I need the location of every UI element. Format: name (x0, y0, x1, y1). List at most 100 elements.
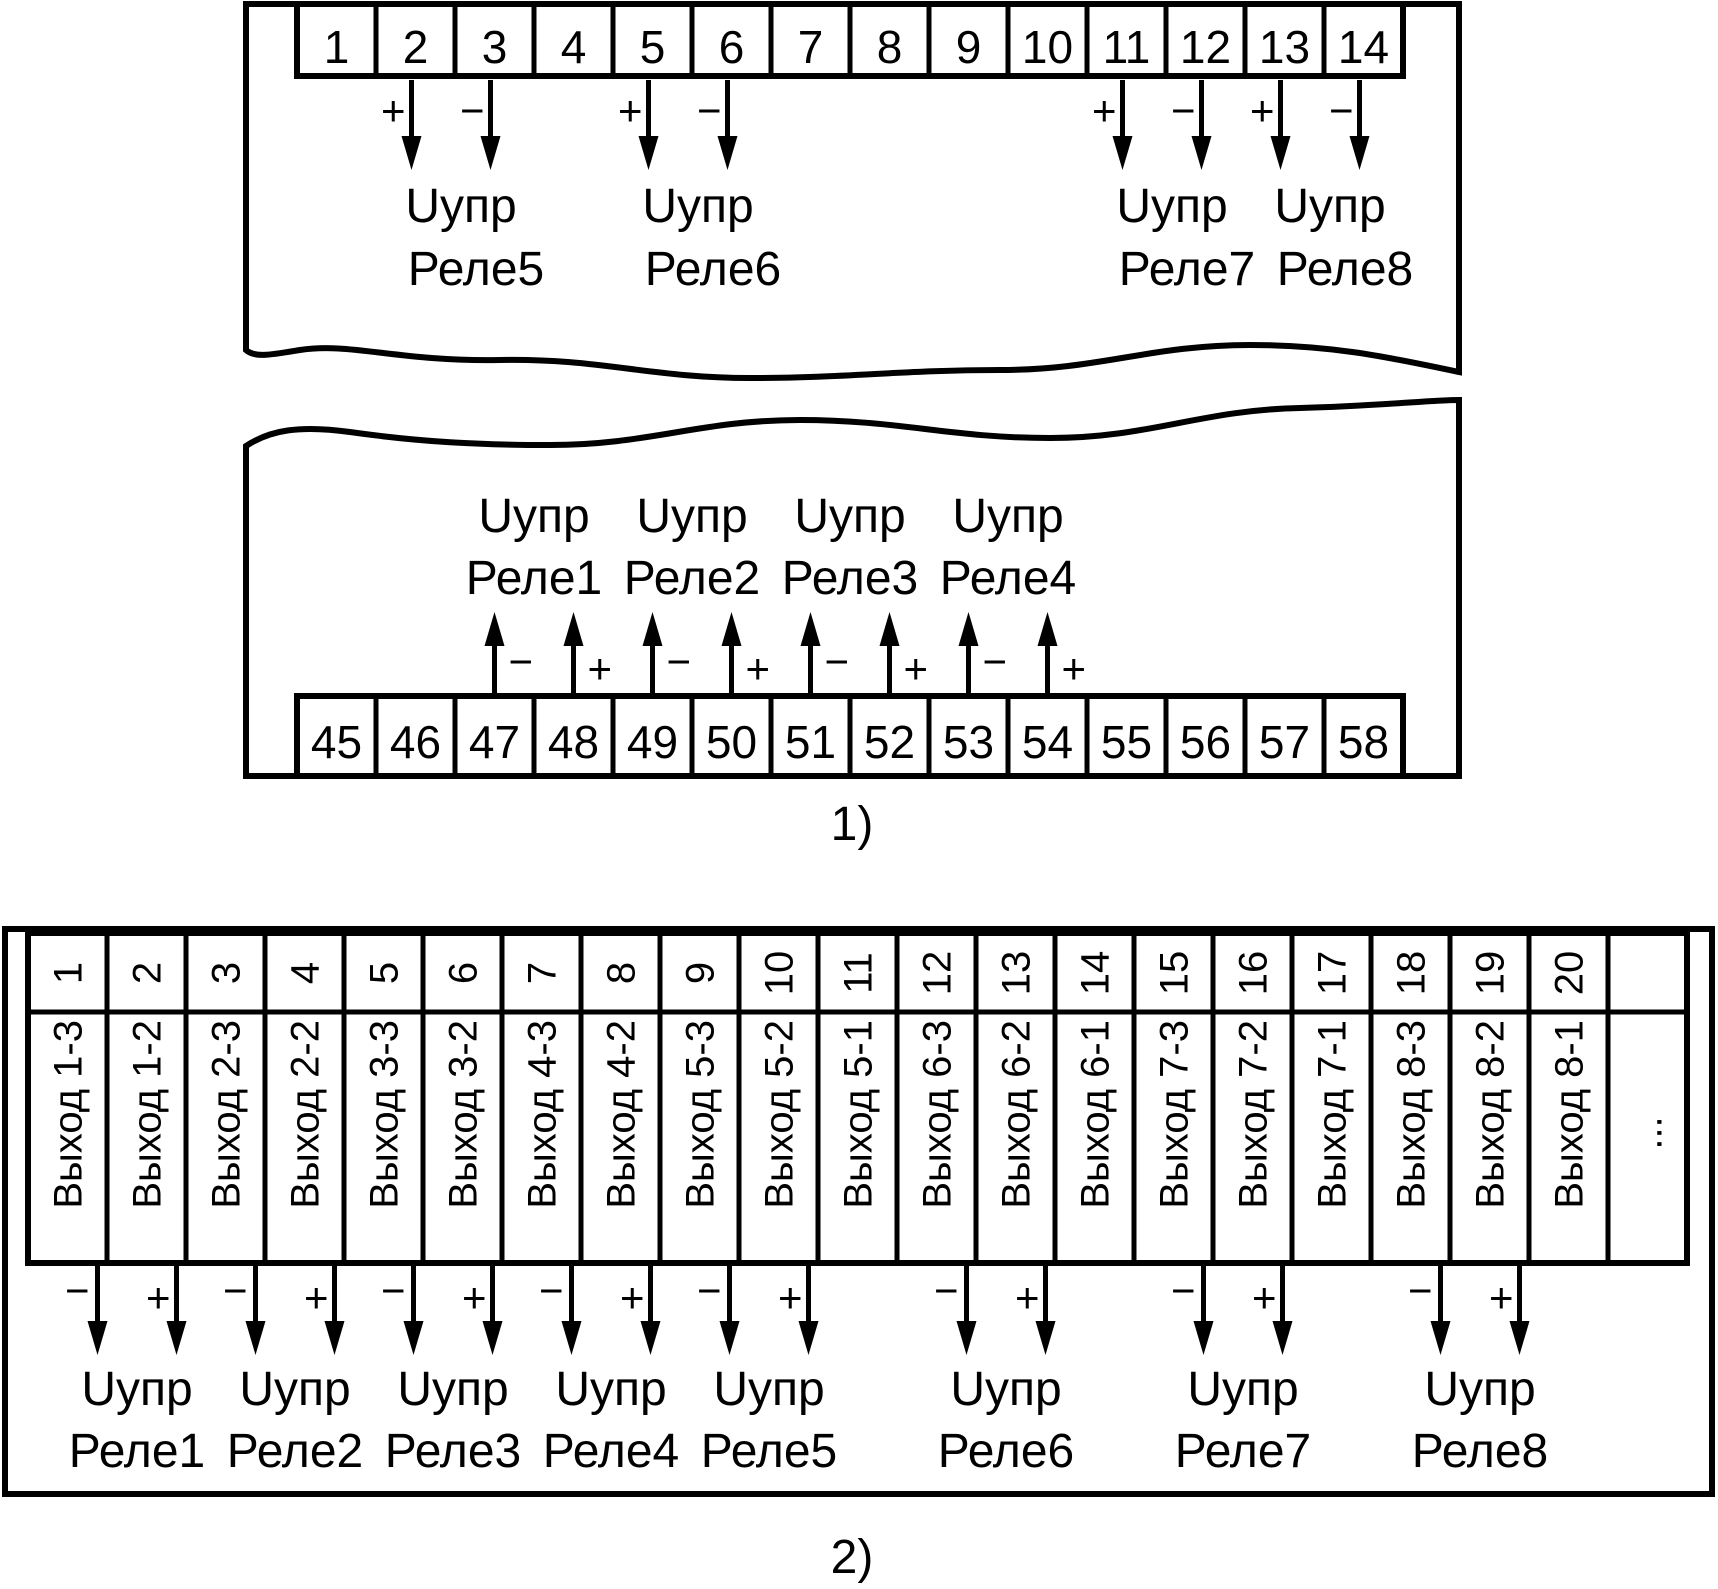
d2-terminal-label: Выход 1-2 (126, 1020, 170, 1209)
minus-sign: − (1171, 87, 1196, 134)
bottom-terminal-45: 45 (311, 716, 362, 768)
relay-voltage-label: Uупр (239, 1363, 350, 1416)
d2-terminal-number: 5 (363, 962, 407, 984)
d2-terminal-label: Выход 6-2 (995, 1020, 1039, 1209)
d2-terminal-number: 2 (126, 962, 170, 984)
minus-sign: − (460, 87, 485, 134)
relay-voltage-label: Uупр (794, 490, 905, 543)
bottom-terminal-54: 54 (1022, 716, 1073, 768)
d2-terminal-number: 1 (47, 962, 91, 984)
top-terminal-14: 14 (1338, 21, 1389, 73)
bottom-relay-minus-arrow-arrowhead (958, 612, 979, 646)
d2-terminal-number: 7 (521, 962, 565, 984)
d2-terminal-label: Выход 3-3 (363, 1020, 407, 1209)
diagram1-caption: 1) (831, 798, 874, 851)
top-relay-connections: +−UупрРеле5+−UупрРеле6+−UупрРеле7+−UупрР… (381, 80, 1413, 296)
relay-voltage-label: Uупр (1424, 1363, 1535, 1416)
d2-terminal-number: 18 (1390, 951, 1434, 996)
plus-sign: + (462, 1274, 487, 1321)
relay-name-label: Реле2 (227, 1425, 363, 1478)
relay-voltage-label: Uупр (642, 180, 753, 233)
d2-terminal-label: Выход 6-3 (916, 1020, 960, 1209)
d2-relay-plus-arrow-arrowhead (1035, 1321, 1056, 1355)
diagram2-frame (2, 926, 1715, 1497)
relay-name-label: Реле7 (1119, 243, 1255, 296)
plus-sign: + (1489, 1274, 1514, 1321)
bottom-relay-minus-arrow-arrowhead (800, 612, 821, 646)
relay-voltage-label: Uупр (478, 490, 589, 543)
relay-voltage-label: Uупр (636, 490, 747, 543)
top-terminal-4: 4 (561, 21, 587, 73)
d2-terminal-label: Выход 3-2 (442, 1020, 486, 1209)
relay-voltage-label: Uупр (1116, 180, 1227, 233)
bottom-terminal-57: 57 (1259, 716, 1310, 768)
bottom-relay-plus-arrow-arrowhead (879, 612, 900, 646)
d2-relay-plus-arrow-arrowhead (482, 1321, 503, 1355)
plus-sign: + (1062, 645, 1087, 692)
diagram1-housing (243, 1, 1462, 779)
d2-strip-frame (25, 930, 1690, 1266)
d2-terminal-label: Выход 4-2 (600, 1020, 644, 1209)
minus-sign: − (539, 1267, 564, 1314)
relay-voltage-label: Uупр (713, 1363, 824, 1416)
top-relay-minus-arrow-arrowhead (1349, 136, 1370, 170)
d2-terminal-label: Выход 2-2 (284, 1020, 328, 1209)
minus-sign: − (983, 638, 1008, 685)
d2-terminal-label: Выход 6-1 (1074, 1020, 1118, 1209)
minus-sign: − (697, 1267, 722, 1314)
d2-terminal-label: Выход 8-2 (1469, 1020, 1513, 1209)
d2-terminal-number: 19 (1469, 951, 1513, 996)
plus-sign: + (146, 1274, 171, 1321)
relay-name-label: Реле4 (940, 552, 1076, 605)
d2-terminal-number: 9 (679, 962, 723, 984)
minus-sign: − (934, 1267, 959, 1314)
d2-terminal-number: 20 (1548, 951, 1592, 996)
d2-relay-plus-arrow-arrowhead (798, 1321, 819, 1355)
plus-sign: + (778, 1274, 803, 1321)
relay-voltage-label: Uупр (397, 1363, 508, 1416)
d2-terminal-number: 10 (758, 951, 802, 996)
d2-relay-minus-arrow-arrowhead (956, 1321, 977, 1355)
d2-terminal-label: Выход 2-3 (205, 1020, 249, 1209)
top-terminal-8: 8 (877, 21, 903, 73)
bottom-relay-minus-arrow-arrowhead (484, 612, 505, 646)
d2-relay-plus-arrow-arrowhead (1272, 1321, 1293, 1355)
d2-terminal-number: 14 (1074, 951, 1118, 996)
d2-terminal-number: 17 (1311, 951, 1355, 996)
relay-name-label: Реле6 (938, 1425, 1074, 1478)
d2-terminal-label: Выход 5-1 (837, 1020, 881, 1209)
d2-terminal-number: 13 (995, 951, 1039, 996)
bottom-relay-plus-arrow-arrowhead (563, 612, 584, 646)
d2-terminal-number: 12 (916, 951, 960, 996)
minus-sign: − (381, 1267, 406, 1314)
d2-relay-minus-arrow-arrowhead (245, 1321, 266, 1355)
d2-terminal-number: 6 (442, 962, 486, 984)
d2-relay-plus-arrow-arrowhead (324, 1321, 345, 1355)
d2-terminal-label: Выход 8-3 (1390, 1020, 1434, 1209)
d2-terminal-number: 3 (205, 962, 249, 984)
bottom-terminal-56: 56 (1180, 716, 1231, 768)
top-terminal-1: 1 (324, 21, 350, 73)
top-relay-minus-arrow-arrowhead (717, 136, 738, 170)
minus-sign: − (825, 638, 850, 685)
diagram2-relay-connections: −+UупрРеле1−+UупрРеле2−+UупрРеле3−+UупрР… (65, 1266, 1548, 1478)
minus-sign: − (1171, 1267, 1196, 1314)
top-relay-plus-arrow-arrowhead (1270, 136, 1291, 170)
plus-sign: + (588, 645, 613, 692)
top-terminal-12: 12 (1180, 21, 1231, 73)
bottom-terminal-53: 53 (943, 716, 994, 768)
plus-sign: + (1252, 1274, 1277, 1321)
top-relay-minus-arrow-arrowhead (480, 136, 501, 170)
bottom-relay-minus-arrow-arrowhead (642, 612, 663, 646)
relay-name-label: Реле3 (782, 552, 918, 605)
